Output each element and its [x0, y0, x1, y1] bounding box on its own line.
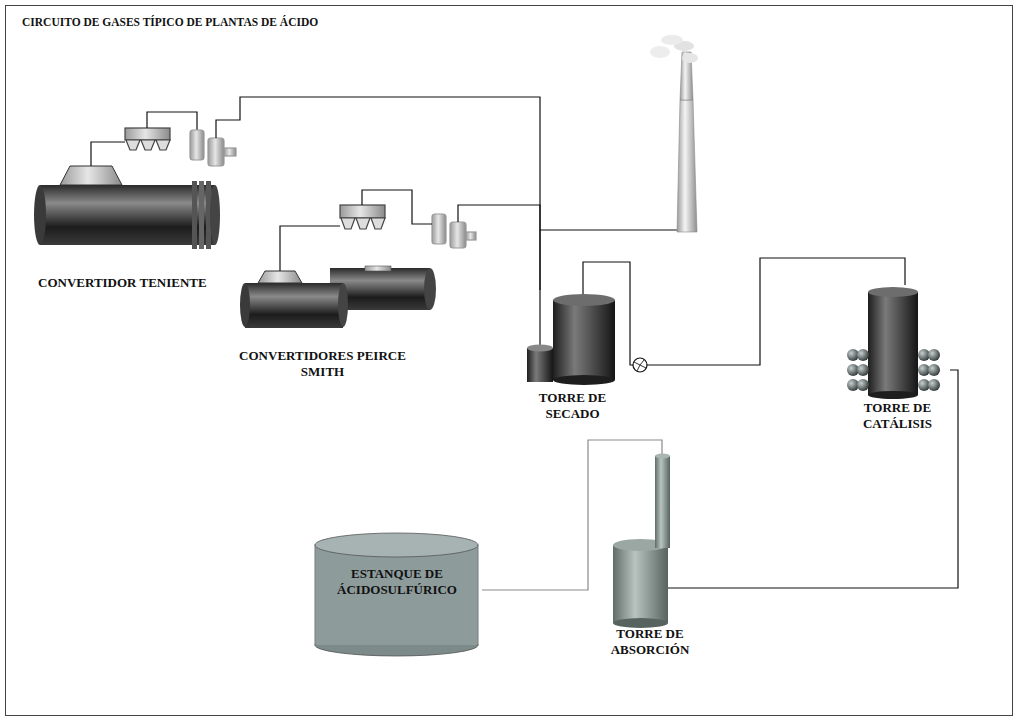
sulfuric-acid-tank-part: [315, 545, 478, 645]
peirce-smith-gas-cleaning-part: [362, 190, 412, 214]
drying-tower-part: [553, 375, 615, 385]
catalysis-tower-part: [868, 292, 918, 395]
tower-unit: TORRE DE CATÁLISIS: [845, 285, 950, 435]
catalysis-tower-part-part: [857, 379, 869, 391]
peirce-smith-converters-part: [365, 266, 391, 271]
catalysis-tower-part-part: [928, 364, 940, 376]
converter-unit: CONVERTIDORES PEIRCE SMITH: [235, 170, 485, 390]
blower-fan-part: [634, 360, 646, 371]
peirce-smith-converters-part: [240, 283, 250, 327]
stack-part: [661, 35, 683, 45]
drying-tower-part: [553, 294, 615, 306]
teniente-gas-cleaning-part: [125, 128, 170, 140]
peirce-smith-converters: [240, 266, 436, 328]
tower-unit: TORRE DE ABSORCIÓN: [595, 450, 705, 660]
peirce-smith-gas-cleaning-part: [412, 214, 432, 224]
peirce-smith-gas-cleaning-part: [466, 232, 476, 240]
peirce-smith-gas-cleaning-part: [450, 222, 466, 248]
catalysis-tower: [847, 287, 940, 399]
sulfuric-acid-tank-part: [316, 545, 478, 645]
drying-tower-part: [553, 300, 615, 380]
peirce-smith-converters-part: [245, 283, 343, 328]
teniente-gas-cleaning-part: [224, 148, 236, 156]
teniente-converter-part: [199, 181, 204, 249]
stack-part: [682, 53, 698, 63]
frame: [6, 6, 1013, 716]
teniente-gas-cleaning-part: [147, 112, 197, 130]
teniente-gas-cleaning: [91, 97, 280, 166]
equipment-label: TORRE DE CATÁLISIS: [845, 400, 950, 432]
peirce-smith-gas-cleaning-part: [371, 218, 385, 229]
teniente-gas-cleaning-part: [141, 140, 155, 150]
gas-duct: [705, 370, 958, 588]
catalysis-tower-part-part: [928, 349, 940, 361]
peirce-smith-gas-cleaning-part: [432, 214, 446, 244]
catalysis-tower-part: [868, 287, 918, 297]
stack: [540, 35, 698, 232]
peirce-smith-gas-cleaning-part: [280, 226, 340, 271]
peirce-smith-converters-part: [258, 271, 302, 283]
drying-tower-part: [527, 345, 553, 352]
drying-tower: [527, 290, 615, 385]
absorption-tower-part: [655, 456, 670, 544]
teniente-converter-part: [60, 166, 122, 185]
peirce-smith-gas-cleaning-part: [458, 205, 485, 222]
peirce-smith-gas-cleaning: [280, 190, 485, 271]
absorption-tower-part: [655, 540, 670, 548]
peirce-smith-gas-cleaning-part: [341, 218, 355, 229]
absorption-tower: [613, 450, 705, 628]
gas-duct: [482, 440, 662, 590]
equipment-label: TORRE DE SECADO: [520, 390, 625, 422]
equipment-label: CONVERTIDORES PEIRCE SMITH: [235, 348, 410, 380]
teniente-converter-part: [34, 185, 46, 245]
blower-fan-part: [633, 358, 647, 372]
equipment-label: TORRE DE ABSORCIÓN: [595, 626, 705, 658]
stack-part: [650, 46, 670, 58]
catalysis-tower-part: [847, 349, 940, 391]
catalysis-tower-part-part: [928, 379, 940, 391]
teniente-gas-cleaning-part: [126, 140, 140, 150]
teniente-gas-cleaning-part: [156, 140, 170, 150]
peirce-smith-gas-cleaning-part: [356, 218, 370, 229]
tank-unit: ESTANQUE DE ÁCIDOSULFÚRICO: [312, 528, 482, 658]
teniente-gas-cleaning-part: [190, 130, 204, 160]
teniente-converter-part: [210, 185, 220, 245]
stack-part: [540, 229, 677, 230]
blower-fan: [633, 358, 647, 372]
drying-tower-part: [539, 290, 540, 346]
peirce-smith-converters-part: [424, 268, 436, 310]
sulfuric-acid-tank: [315, 533, 478, 656]
teniente-gas-cleaning-part: [91, 142, 125, 166]
catalysis-tower-part-part: [857, 349, 869, 361]
absorption-tower-part: [655, 454, 670, 459]
stack-part: [677, 100, 697, 232]
teniente-gas-cleaning-part: [208, 138, 224, 166]
gas-duct: [485, 205, 540, 290]
peirce-smith-gas-cleaning-part: [340, 205, 385, 218]
teniente-converter-part: [192, 181, 197, 249]
absorption-tower-part: [668, 587, 705, 588]
diagram-title: CIRCUITO DE GASES TÍPICO DE PLANTAS DE Á…: [22, 16, 318, 28]
catalysis-tower-part: [868, 391, 918, 399]
absorption-tower-part: [613, 545, 668, 623]
sulfuric-acid-tank-part: [315, 533, 478, 557]
tower-unit: TORRE DE SECADO: [520, 290, 625, 424]
teniente-gas-cleaning-part: [216, 97, 280, 138]
teniente-converter: [34, 166, 220, 249]
drying-tower-part: [527, 348, 553, 382]
gas-duct: [583, 258, 905, 365]
equipment-label: ESTANQUE DE ÁCIDOSULFÚRICO: [327, 566, 467, 598]
converter-unit: CONVERTIDOR TENIENTE: [30, 85, 280, 300]
equipment-label: CONVERTIDOR TENIENTE: [38, 275, 272, 291]
peirce-smith-converters-part: [338, 283, 348, 327]
catalysis-tower-part-part: [857, 364, 869, 376]
teniente-converter-part: [40, 185, 215, 245]
gas-duct: [280, 97, 540, 290]
